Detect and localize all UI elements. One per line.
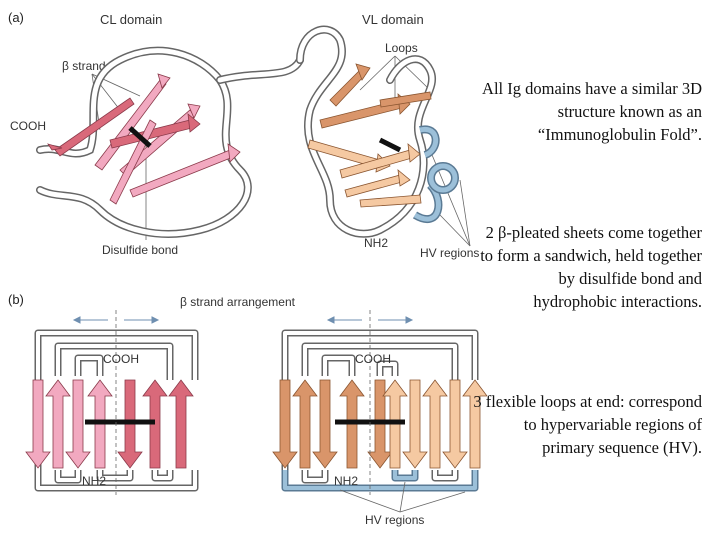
- cooh-label-b-left: COOH: [103, 352, 139, 366]
- cooh-label-b-right: COOH: [355, 352, 391, 366]
- note-ig-fold: All Ig domains have a similar 3D structu…: [482, 79, 702, 144]
- cl-disulfide-bond: [128, 126, 152, 148]
- disulfide-bond-label: Disulfide bond: [102, 243, 178, 257]
- hv-regions-label-a: HV regions: [420, 246, 479, 260]
- nh2-label-b-right: NH2: [334, 474, 358, 488]
- cl-topology: COOH NH2: [25, 310, 199, 495]
- panel-b: (b) β strand arrangement: [8, 292, 488, 527]
- vl-disulfide-bond: [378, 137, 402, 153]
- note-beta-sheets: 2 β-pleated sheets come together to form…: [480, 223, 702, 311]
- hv-leader-lines-b: [339, 481, 466, 513]
- panel-a: (a) CL domain VL domain Loops β strands …: [8, 10, 479, 260]
- cooh-label-a: COOH: [10, 119, 46, 133]
- panel-b-tag: (b): [8, 292, 24, 307]
- direction-arrows: [72, 316, 414, 324]
- panel-a-tag: (a): [8, 10, 24, 25]
- vl-domain-loops: [296, 25, 436, 238]
- nh2-label-a: NH2: [364, 236, 388, 250]
- note-hv-loops: 3 flexible loops at end: correspond to h…: [473, 392, 702, 457]
- hv-regions-label-b: HV regions: [365, 513, 424, 527]
- beta-strands-label: β strands: [62, 59, 112, 73]
- loops-label: Loops: [385, 41, 418, 55]
- vl-domain-label: VL domain: [362, 12, 424, 27]
- hv-blue-loops: [412, 125, 459, 223]
- vl-beta-strands: [307, 63, 432, 208]
- vl-topology: COOH NH2: [272, 310, 488, 495]
- strand-arrangement-title: β strand arrangement: [180, 295, 296, 309]
- nh2-label-b-left: NH2: [82, 474, 106, 488]
- cl-beta-strands: [47, 73, 241, 205]
- cl-domain-label: CL domain: [100, 12, 162, 27]
- cl-domain-loops: [36, 46, 304, 238]
